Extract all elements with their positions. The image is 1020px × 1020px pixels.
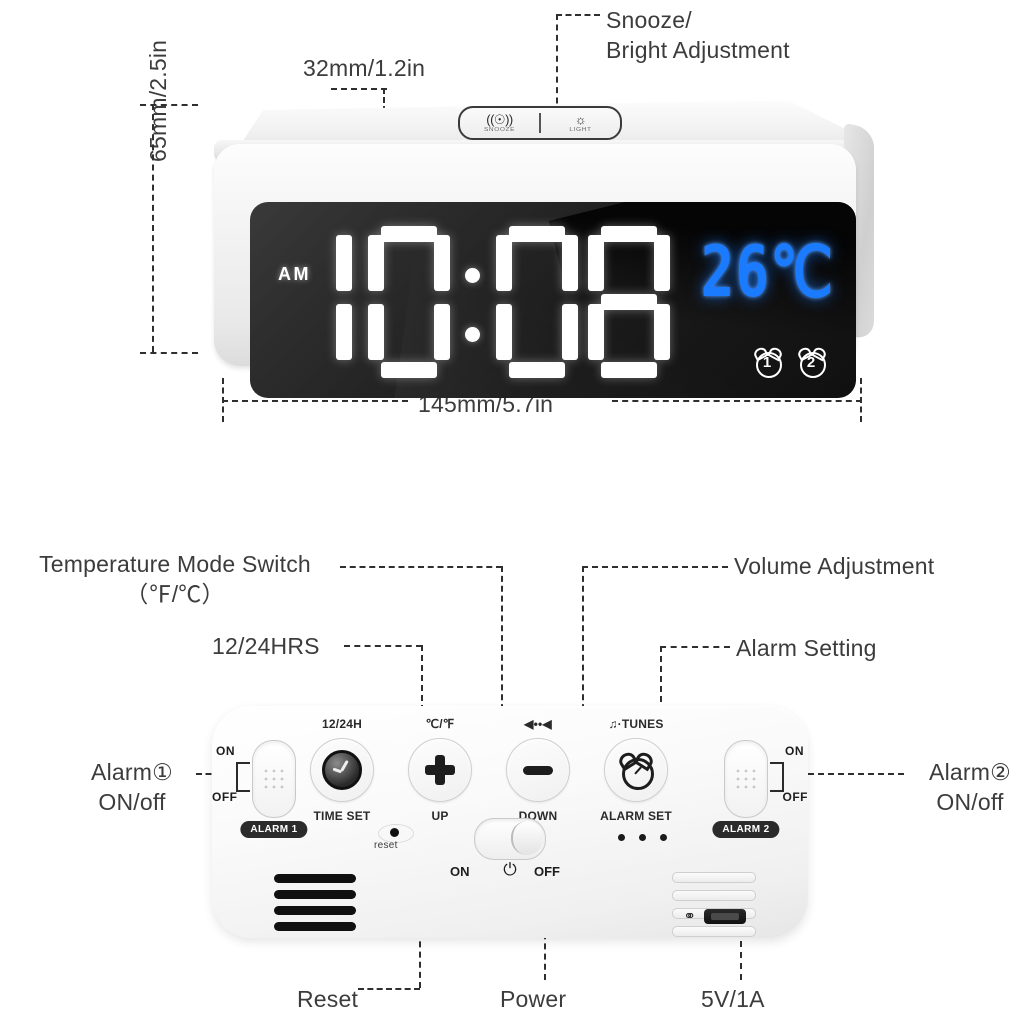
- leader-hours-h: [344, 645, 422, 647]
- up-button[interactable]: ℃/℉ UP: [408, 717, 472, 823]
- control-button-row: 12/24H TIME SET ℃/℉ UP ◀••◀ DOWN ♫·TUNES…: [310, 717, 672, 823]
- callout-alarm2: Alarm② ON/off: [929, 759, 1011, 815]
- alarm2-on-label: ON: [785, 744, 804, 758]
- leader-snooze-v: [556, 14, 558, 114]
- sun-icon: ☼: [574, 111, 587, 127]
- alarm1-bracket: [236, 762, 250, 792]
- alarm1-switch[interactable]: ALARM 1: [240, 740, 308, 838]
- leader-height-v: [152, 104, 154, 352]
- callout-temperature-mode: Temperature Mode Switch （℉/℃）: [39, 551, 311, 607]
- callout-hours-mode: 12/24HRS: [212, 633, 320, 659]
- digit-minute-ones: [588, 226, 670, 378]
- alarm1-indicator-number: 1: [762, 354, 772, 371]
- leader-width-left: [222, 400, 408, 402]
- plus-icon: [425, 755, 455, 785]
- callout-volume: Volume Adjustment: [734, 553, 935, 579]
- clock-icon: [322, 750, 362, 790]
- leader-temp-v: [501, 566, 503, 720]
- up-top-label: ℃/℉: [425, 717, 455, 731]
- power-switch-thumb: [511, 821, 543, 855]
- leader-alarm2: [798, 773, 904, 775]
- bell-icon: ((☉)): [486, 111, 513, 127]
- leader-volume-h: [582, 566, 728, 568]
- up-bottom-label: UP: [431, 809, 449, 823]
- speaker-grille-left: [274, 874, 356, 931]
- alarm1-switch-knurl: [262, 767, 286, 791]
- callout-alarm1: Alarm① ON/off: [91, 759, 173, 815]
- leader-alarmset-h: [660, 646, 730, 648]
- power-on-label: ON: [450, 864, 470, 879]
- power-symbol-icon: ⏻: [503, 860, 517, 879]
- leader-reset-h: [358, 988, 420, 990]
- leader-snooze-h: [556, 14, 600, 16]
- reset-hole[interactable]: [390, 828, 399, 837]
- led-screen: AM: [250, 202, 856, 398]
- snooze-half[interactable]: ((☉)) SNOOZE: [460, 111, 539, 133]
- leader-usb-v: [740, 930, 742, 980]
- time-set-top-label: 12/24H: [322, 717, 362, 731]
- callout-usb: 5V/1A: [701, 986, 765, 1012]
- alarm2-indicator-icon: 2: [796, 345, 828, 378]
- snooze-light-button[interactable]: ((☉)) SNOOZE ☼ LIGHT: [458, 106, 622, 140]
- callout-height: 65mm/2.5in: [145, 39, 171, 162]
- callout-depth: 32mm/1.2in: [303, 55, 426, 81]
- down-button[interactable]: ◀••◀ DOWN: [506, 717, 570, 823]
- alarm1-switch-tag: ALARM 1: [240, 821, 308, 838]
- light-label: LIGHT: [569, 125, 592, 133]
- callout-power: Power: [500, 986, 567, 1012]
- minus-icon: [523, 765, 553, 775]
- usb-port[interactable]: [704, 909, 746, 924]
- alarm2-switch[interactable]: ALARM 2: [712, 740, 780, 838]
- digit-hour-tens: [328, 226, 358, 378]
- leader-height-bottom: [140, 352, 198, 354]
- callout-reset: Reset: [297, 986, 359, 1012]
- alarm-clock-icon: [616, 749, 656, 790]
- reset-label: reset: [374, 840, 398, 851]
- leader-height-top: [140, 104, 198, 106]
- clock-body: AM: [214, 144, 856, 398]
- speaker-grille-right: [672, 872, 756, 937]
- clock-back-panel: ALARM 1 ON OFF 12/24H TIME SET ℃/℉ UP ◀•…: [212, 706, 808, 938]
- clock-front-view: ((☉)) SNOOZE ☼ LIGHT AM: [196, 100, 874, 398]
- leader-temp-h: [340, 566, 502, 568]
- usb-icon: ⚭: [683, 908, 696, 925]
- power-switch[interactable]: [474, 818, 546, 860]
- alarm2-bracket: [770, 762, 784, 792]
- alarm2-switch-tag: ALARM 2: [712, 821, 780, 838]
- alarm1-off-label: OFF: [212, 790, 238, 804]
- time-set-button[interactable]: 12/24H TIME SET: [310, 717, 374, 823]
- indicator-dots: [618, 834, 667, 841]
- pill-divider: [539, 113, 541, 133]
- leader-depth-top: [331, 88, 387, 90]
- leader-width-right: [612, 400, 862, 402]
- alarm2-switch-knurl: [734, 767, 758, 791]
- snooze-label: SNOOZE: [483, 125, 516, 133]
- reset-ring: [378, 824, 414, 843]
- leader-hours-v: [421, 645, 423, 721]
- light-half[interactable]: ☼ LIGHT: [541, 111, 620, 133]
- leader-alarmset-v: [660, 646, 662, 722]
- alarm1-on-label: ON: [216, 744, 235, 758]
- down-top-label: ◀••◀: [524, 717, 552, 731]
- alarm2-indicator-number: 2: [806, 354, 816, 371]
- digit-hour-ones: [368, 226, 450, 378]
- alarm-set-button[interactable]: ♫·TUNES ALARM SET: [600, 717, 672, 823]
- time-colon: [460, 226, 486, 378]
- callout-alarm-setting: Alarm Setting: [736, 635, 877, 661]
- alarm1-indicator-icon: 1: [752, 345, 784, 378]
- alarm-indicators: 1 2: [752, 345, 828, 378]
- ampm-indicator: AM: [278, 264, 311, 284]
- time-set-bottom-label: TIME SET: [313, 809, 371, 823]
- leader-width-cap-right: [860, 378, 862, 422]
- digit-minute-tens: [496, 226, 578, 378]
- leader-width-cap-left: [222, 378, 224, 422]
- alarm-set-bottom-label: ALARM SET: [600, 809, 672, 823]
- callout-snooze-bright: Snooze/ Bright Adjustment: [606, 7, 790, 63]
- power-off-label: OFF: [534, 864, 560, 879]
- leader-volume-v: [582, 566, 584, 720]
- time-display: [328, 226, 670, 378]
- alarm2-off-label: OFF: [782, 790, 808, 804]
- temperature-display: 26℃: [700, 232, 834, 314]
- alarm-set-top-label: ♫·TUNES: [608, 717, 664, 731]
